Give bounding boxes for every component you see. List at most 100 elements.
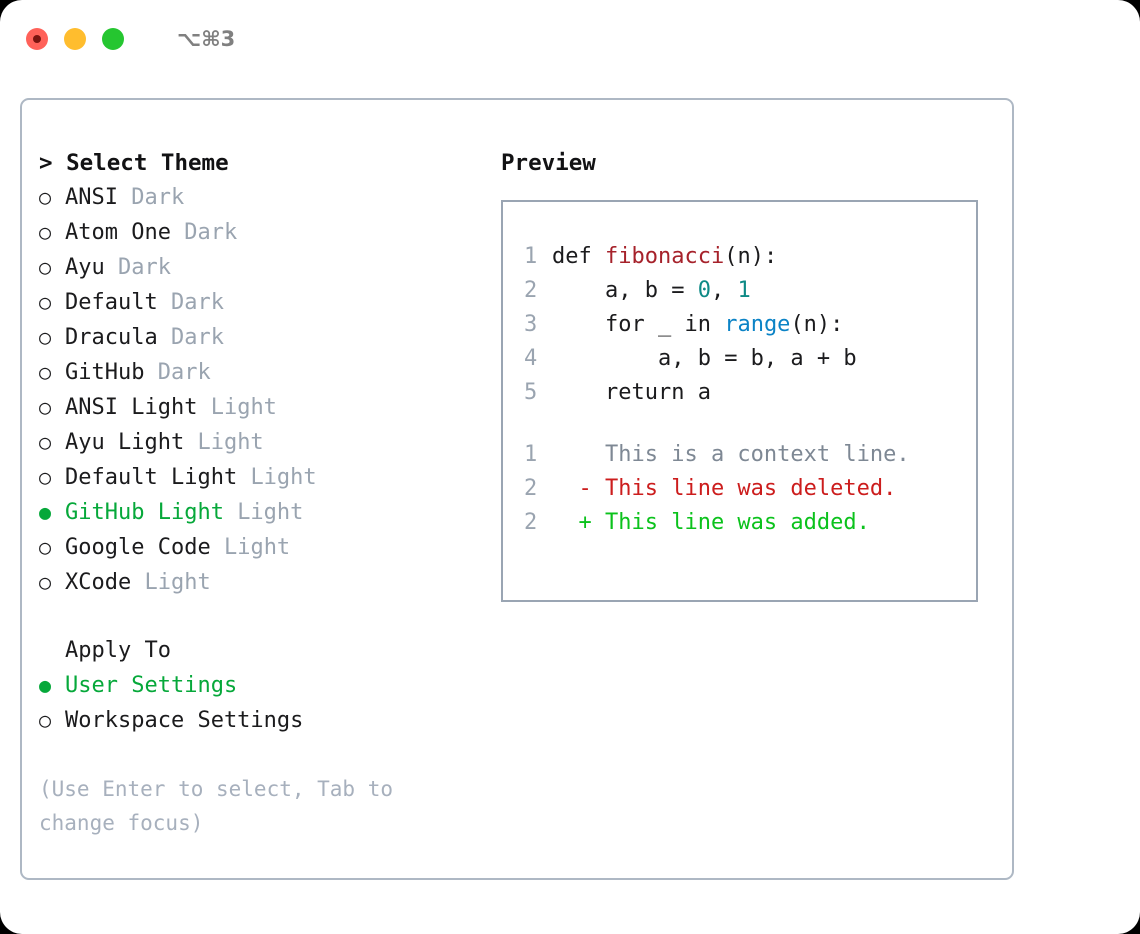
theme-variant-label: Light [197,430,264,455]
theme-option-dracula[interactable]: ○ Dracula Dark [39,320,489,355]
theme-list: ○ ANSI Dark ○ Atom One Dark ○ Ayu Dark ○ Defaul… [39,180,489,600]
apply-to-option-workspace-settings[interactable]: ○ Workspace Settings [39,703,489,738]
radio-unselected-icon: ○ [39,325,52,349]
theme-variant-label: Light [237,500,304,525]
keyboard-shortcut-label: ⌥⌘3 [177,27,236,51]
radio-unselected-icon: ○ [39,465,52,489]
theme-variant-label: Light [223,535,291,560]
code-line-content: def fibonacci(n): [552,240,777,274]
code-token-plain: (n): [724,244,778,269]
theme-option-xcode[interactable]: ○ XCode Light [39,565,489,600]
theme-option-label: ANSI [65,185,132,210]
close-window-button[interactable] [26,28,48,50]
code-line-content: a, b = b, a + b [552,342,857,376]
apply-to-header: Apply To [65,638,171,663]
theme-option-label: Dracula [65,325,171,350]
diff-line-content: - This line was deleted. [552,476,897,501]
diff-line-content: + This line was added. [552,510,870,535]
main-panel: > Select Theme ○ANSI Dark○Atom One Dark○… [20,98,1014,880]
radio-unselected-icon: ○ [39,255,52,279]
theme-option-label: Default [65,290,171,315]
list-spacer [39,600,489,634]
theme-variant-label: Light [250,465,317,490]
code-token-kw: for _ in [604,312,725,337]
theme-option-ayu-light[interactable]: ○Ayu Light Light [39,425,489,460]
code-token-plain: a, b = b, a + b [657,346,857,371]
diff-line-number: 1 [524,442,538,467]
keyboard-hint-text: (Use Enter to select, Tab to change focu… [39,777,394,835]
theme-selector-column: > Select Theme ○ANSI Dark○Atom One Dark○… [39,146,489,840]
theme-option-default[interactable]: ○ Default Dark [39,285,489,320]
code-line-number: 1 [524,244,538,269]
theme-option-label: XCode [65,570,145,595]
select-theme-header: > Select Theme [39,150,229,176]
radio-selected-icon: ● [39,500,52,524]
theme-option-github-light[interactable]: ●GitHub Light Light [39,495,489,530]
diff-line-ctx: 1 This is a context line. [503,438,976,472]
diff-line-number: 2 [524,510,538,535]
code-token-fn: fibonacci [604,244,725,269]
theme-variant-label: Light [144,570,211,595]
radio-unselected-icon: ○ [39,535,52,559]
code-line-number: 5 [524,380,538,405]
maximize-window-button[interactable] [102,28,124,50]
code-line-content: a, b = 0, 1 [552,274,751,308]
code-line: 1 def fibonacci(n): [503,240,976,274]
radio-unselected-icon: ○ [39,395,52,419]
code-line-content: return a [552,376,711,410]
theme-option-label: Atom One [65,220,185,245]
theme-variant-label: Dark [157,360,211,385]
apply-to-option-user-settings[interactable]: ● User Settings [39,668,489,703]
apply-to-option-label: Workspace Settings [65,708,304,733]
theme-option-ayu[interactable]: ○ Ayu Dark [39,250,489,285]
diff-line-del: 2 - This line was deleted. [503,472,976,506]
code-line: 4 a, b = b, a + b [503,342,976,376]
diff-line-content: This is a context line. [552,442,910,467]
radio-unselected-icon: ○ [39,185,52,209]
theme-variant-label: Dark [117,255,171,280]
theme-variant-label: Dark [170,290,224,315]
code-token-kw: return a [604,380,711,405]
theme-variant-label: Dark [170,325,224,350]
theme-option-label: Google Code [65,535,224,560]
theme-option-default-light[interactable]: ○ Default Light Light [39,460,489,495]
theme-variant-label: Dark [184,220,238,245]
theme-variant-label: Light [210,395,277,420]
code-token-plain: (n): [790,312,844,337]
title-bar: ⌥⌘3 [0,0,1140,78]
diff-preview: 1 This is a context line.2 - This line w… [503,438,976,540]
theme-option-ansi-light[interactable]: ○ ANSI Light Light [39,390,489,425]
theme-option-github[interactable]: ○GitHub Dark [39,355,489,390]
radio-unselected-icon: ○ [39,570,52,594]
diff-line-add: 2 + This line was added. [503,506,976,540]
radio-unselected-icon: ○ [39,290,52,314]
minimize-window-button[interactable] [64,28,86,50]
theme-option-label: ANSI Light [65,395,211,420]
theme-option-google-code[interactable]: ○ Google Code Light [39,530,489,565]
radio-selected-icon: ● [39,673,52,697]
theme-variant-label: Dark [131,185,185,210]
code-token-call: range [724,312,791,337]
diff-line-number: 2 [524,476,538,501]
code-line-number: 2 [524,278,538,303]
theme-option-label: Default Light [65,465,251,490]
theme-option-atom-one[interactable]: ○ Atom One Dark [39,215,489,250]
apply-to-option-label: User Settings [65,673,238,698]
code-line: 2 a, b = 0, 1 [503,274,976,308]
apply-to-list: ● User Settings ○ Workspace Settings [39,668,489,738]
radio-unselected-icon: ○ [39,708,52,732]
window-controls [26,28,124,50]
code-line-number: 3 [524,312,538,337]
theme-option-ansi[interactable]: ○ ANSI Dark [39,180,489,215]
theme-option-label: GitHub [65,360,158,385]
theme-option-label: Ayu [65,255,118,280]
radio-unselected-icon: ○ [39,430,52,454]
code-line-number: 4 [524,346,538,371]
code-line: 3 for _ in range(n): [503,308,976,342]
code-token-plain: a, b = [604,278,698,303]
radio-unselected-icon: ○ [39,220,52,244]
